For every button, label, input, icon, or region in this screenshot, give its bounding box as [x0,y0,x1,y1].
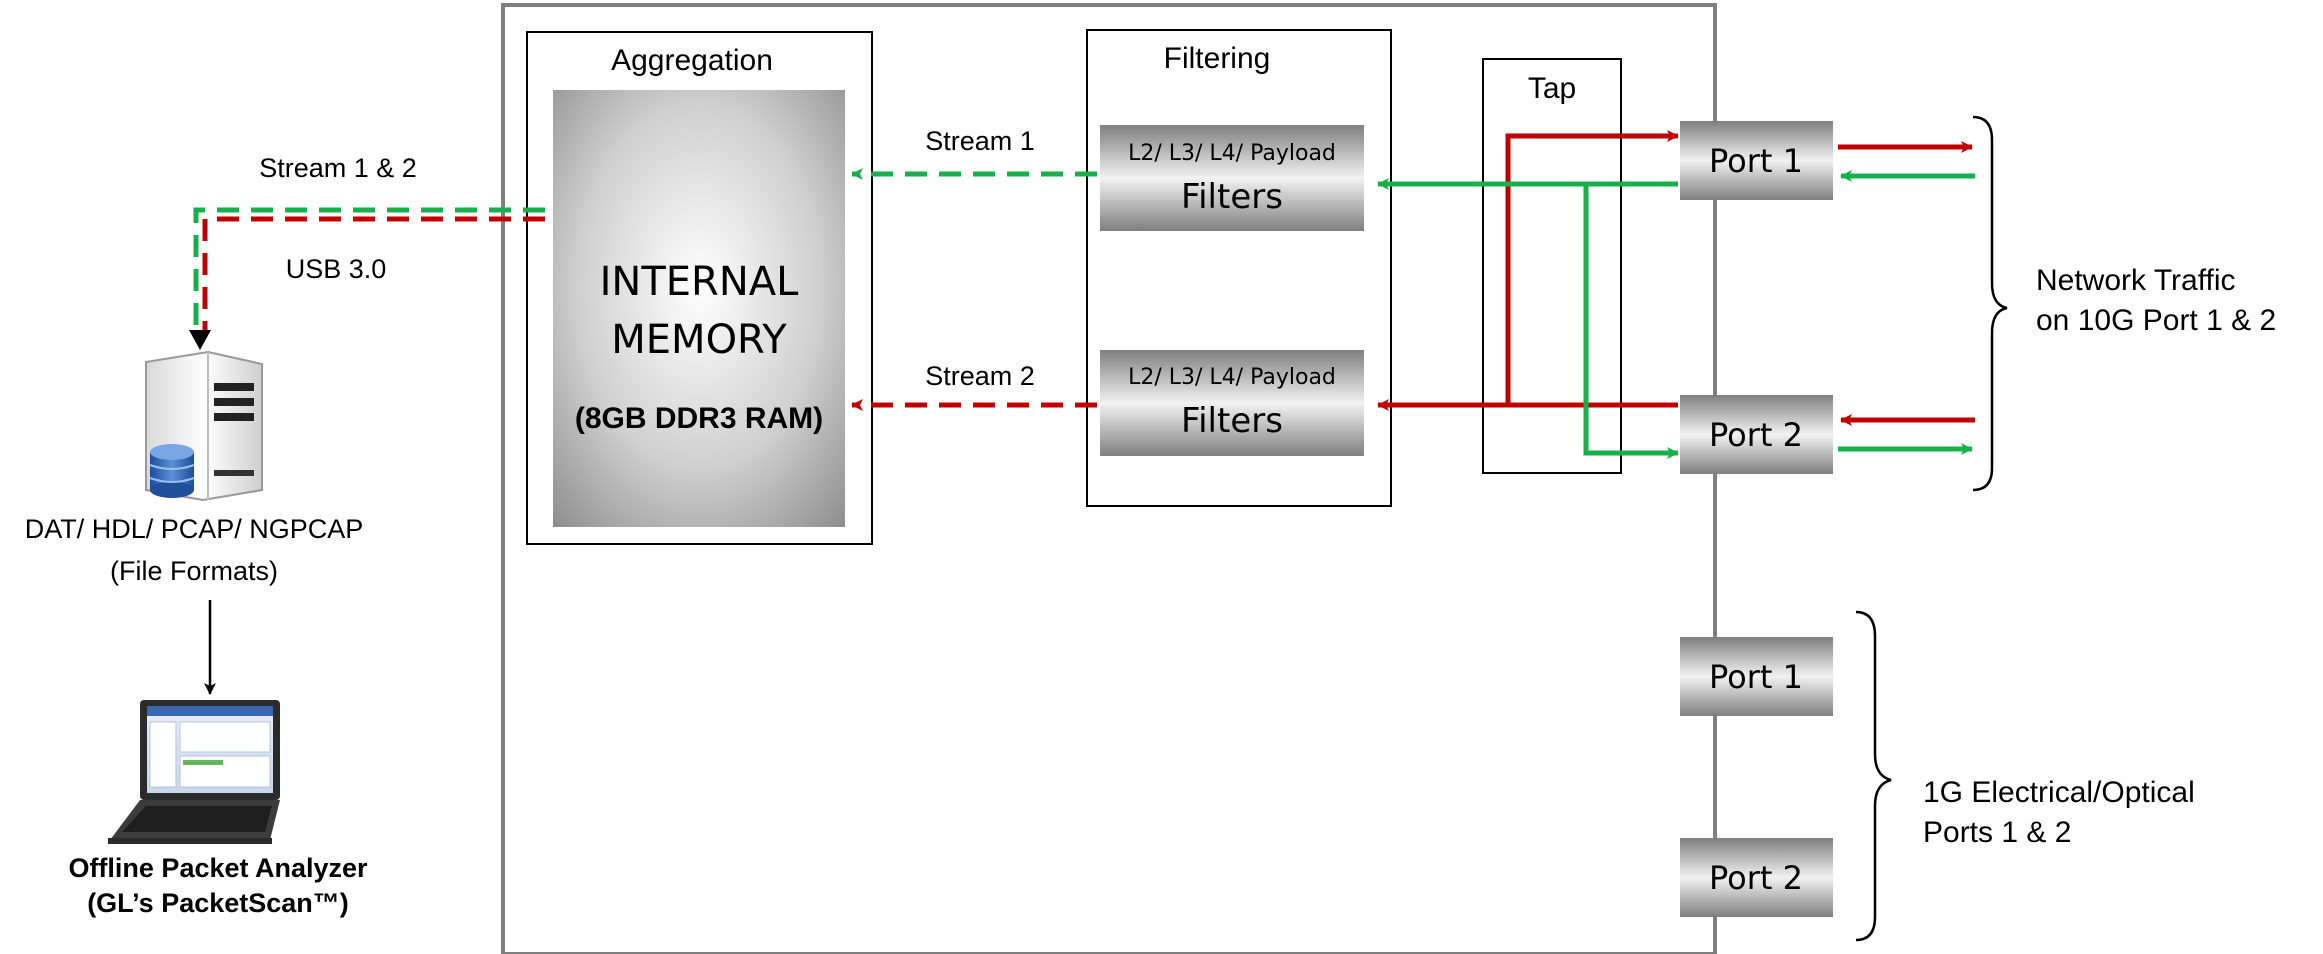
port-1g-2-label: Port 2 [1709,859,1803,897]
tap-title: Tap [1528,72,1576,105]
stream-arrows: Stream 1 Stream 2 [851,126,1097,411]
port-10g-1-label: Port 1 [1709,142,1803,180]
port-10g-2-label: Port 2 [1709,416,1803,454]
filter-1-bottom: Filters [1181,177,1283,217]
filter-2-bottom: Filters [1181,401,1283,441]
tap-lines [1377,130,1679,459]
port-1g-2 [1680,838,1833,917]
aggregation-title: Aggregation [611,44,773,77]
usb-interface-label: USB 3.0 [286,254,387,284]
usb-stream: Stream 1 & 2 USB 3.0 [189,153,545,350]
analyzer-line1: Offline Packet Analyzer [68,853,368,883]
ports-1g: Port 1 Port 2 [1680,637,1833,917]
filter-1-top: L2/ L3/ L4/ Payload [1128,141,1336,166]
filtering-block: Filtering L2/ L3/ L4/ Payload Filters L2… [1086,29,1392,507]
filter-2-top: L2/ L3/ L4/ Payload [1128,365,1336,390]
ports-1g-caption-line1: 1G Electrical/Optical [1923,776,2195,809]
filter-2 [1100,350,1364,456]
stream-1-label: Stream 1 [925,126,1035,156]
aggregation-block: Aggregation INTERNAL MEMORY (8GB DDR3 RA… [526,31,873,545]
filter-1 [1100,125,1364,231]
laptop-icon [108,700,280,844]
ports-1g-caption-line2: Ports 1 & 2 [1923,816,2071,849]
stream-combined-label: Stream 1 & 2 [259,153,417,183]
internal-memory [553,90,845,527]
external-traffic-arrows [1838,141,1975,455]
port-10g-2 [1680,395,1833,474]
server-storage-icon [145,350,263,502]
network-traffic-line1: Network Traffic [2036,264,2236,297]
memory-label-line1: INTERNAL [600,259,800,305]
stream-2-label: Stream 2 [925,361,1035,391]
network-traffic-line2: on 10G Port 1 & 2 [2036,304,2276,337]
ports-10g: Port 1 Port 2 [1680,121,1833,474]
port-10g-1 [1680,121,1833,200]
analyzer-line2: (GL’s PacketScan™) [87,888,349,918]
file-formats-note: (File Formats) [110,556,278,586]
filtering-title: Filtering [1164,42,1271,75]
tap-block: Tap [1482,58,1622,474]
brace-1g [1855,610,1892,942]
file-formats-label: DAT/ HDL/ PCAP/ NGPCAP [25,514,364,544]
memory-label-line2: MEMORY [611,317,787,363]
port-1g-1-label: Port 1 [1709,658,1803,696]
memory-spec: (8GB DDR3 RAM) [575,402,823,435]
port-1g-1 [1680,637,1833,716]
brace-10g [1972,115,2008,492]
